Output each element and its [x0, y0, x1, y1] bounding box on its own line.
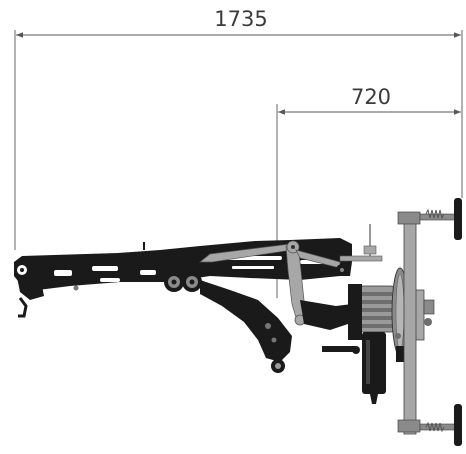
head-bracket — [300, 300, 354, 330]
lower-roller-hub — [275, 363, 281, 369]
motor-fin — [362, 316, 392, 320]
drive-bolt — [424, 318, 432, 326]
brace-pin — [352, 346, 360, 354]
control-box — [348, 284, 362, 340]
top-spring — [425, 208, 445, 220]
bolt — [265, 323, 271, 329]
beam-slot — [92, 266, 118, 271]
beam-slot — [232, 266, 274, 269]
dimension-label-reach: 720 — [351, 85, 391, 109]
beam-slot — [100, 278, 120, 282]
cylinder-highlight — [366, 340, 370, 384]
antenna-mount — [363, 245, 377, 255]
drive-cap — [423, 299, 435, 315]
motor-fin — [362, 300, 392, 304]
dimension-reach: 720 — [276, 85, 461, 298]
twin-rollers — [164, 272, 202, 292]
boom-lower-bracket — [200, 280, 292, 362]
rear-pivot-pin-center — [20, 268, 24, 272]
motor-fin — [362, 292, 392, 296]
bolt — [73, 285, 79, 291]
post-tube — [403, 213, 417, 435]
top-pad — [454, 198, 462, 240]
beam-slot — [140, 270, 156, 275]
bolt — [271, 337, 277, 343]
motor-fin — [362, 308, 392, 312]
cylinder-tip — [370, 394, 378, 404]
dimension-label-overall: 1735 — [214, 7, 267, 31]
motor-fin — [362, 324, 392, 328]
head-pivot-center — [340, 268, 344, 272]
hydraulic-cylinder — [362, 332, 386, 394]
post-bolt — [395, 333, 401, 339]
link-top-pin-center — [291, 245, 295, 249]
grey-linkage — [199, 240, 356, 352]
roller-right-hub — [189, 279, 195, 285]
beam-slot — [54, 270, 72, 276]
post-top-collar — [397, 211, 421, 225]
bottom-spring — [425, 421, 445, 433]
vertical-post — [395, 198, 462, 446]
dimension-overall: 1735 — [14, 7, 463, 250]
lower-brace — [322, 346, 356, 352]
roller-left-hub — [171, 279, 177, 285]
rear-handle — [18, 297, 28, 318]
post-bottom-collar — [397, 419, 421, 433]
bottom-pad — [454, 404, 462, 446]
support-pipe — [339, 255, 383, 262]
